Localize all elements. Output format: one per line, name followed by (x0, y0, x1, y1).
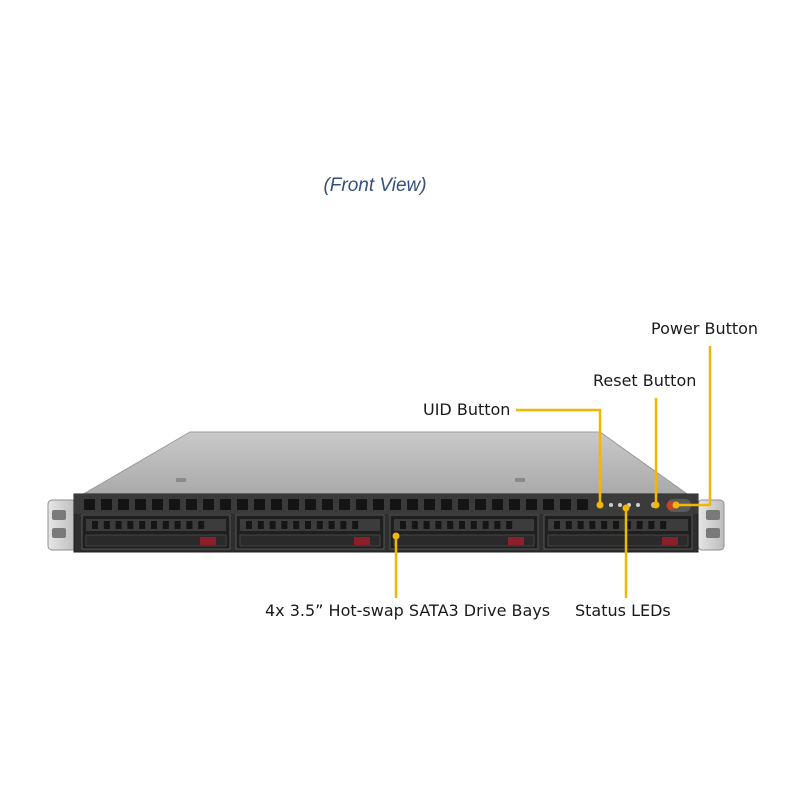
status-led (618, 503, 622, 507)
vent-slot (577, 499, 588, 510)
vent-slot (543, 499, 554, 510)
vent-slot (492, 499, 503, 510)
vent-slot (356, 499, 367, 510)
callout-drive-bays: 4x 3.5” Hot-swap SATA3 Drive Bays (265, 601, 551, 620)
drive-bay[interactable] (389, 514, 539, 550)
vent-slot (373, 499, 384, 510)
view-title: (Front View) (323, 175, 427, 196)
vent-slot (509, 499, 520, 510)
vent-slot (407, 499, 418, 510)
vent-slot (458, 499, 469, 510)
front-vents (84, 499, 588, 510)
vent-slot (560, 499, 571, 510)
chassis-top (78, 431, 692, 497)
vent-slot (135, 499, 146, 510)
vent-slot (186, 499, 197, 510)
drive-handle[interactable] (354, 537, 370, 545)
vent-slot (169, 499, 180, 510)
vent-slot (220, 499, 231, 510)
chassis-vent-mark (515, 478, 525, 482)
vent-slot (322, 499, 333, 510)
callout-status-leds: Status LEDs (575, 601, 671, 620)
drive-handle[interactable] (508, 537, 524, 545)
vent-slot (288, 499, 299, 510)
vent-slot (526, 499, 537, 510)
callout-dots (392, 501, 680, 540)
vent-slot (254, 499, 265, 510)
vent-slot (237, 499, 248, 510)
vent-slot (475, 499, 486, 510)
vent-slot (84, 499, 95, 510)
callout-reset-button: Reset Button (593, 371, 697, 390)
status-led (636, 503, 640, 507)
vent-slot (152, 499, 163, 510)
chassis-vent-mark (176, 478, 186, 482)
drive-bay[interactable] (543, 514, 693, 550)
drive-bay[interactable] (235, 514, 385, 550)
drive-bay[interactable] (81, 514, 231, 550)
drive-bays (81, 514, 693, 550)
vent-slot (118, 499, 129, 510)
status-led (609, 503, 613, 507)
right-rack-ear (697, 499, 725, 551)
vent-slot (271, 499, 282, 510)
vent-slot (101, 499, 112, 510)
callout-line-uid (516, 408, 602, 505)
left-rack-ear (47, 499, 77, 551)
vent-slot (441, 499, 452, 510)
callout-power-button: Power Button (651, 319, 759, 338)
vent-slot (203, 499, 214, 510)
drive-handle[interactable] (662, 537, 678, 545)
callout-lines (394, 346, 712, 598)
vent-slot (305, 499, 316, 510)
vent-slot (424, 499, 435, 510)
callout-uid-button: UID Button (423, 400, 511, 419)
drive-handle[interactable] (200, 537, 216, 545)
vent-slot (339, 499, 350, 510)
vent-slot (390, 499, 401, 510)
callout-line-power (676, 346, 712, 507)
